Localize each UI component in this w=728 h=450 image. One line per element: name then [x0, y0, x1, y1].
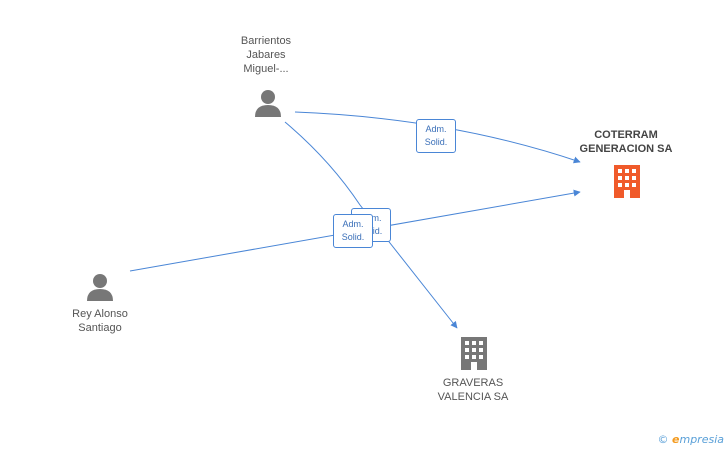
edge-label-badge: Adm. Solid. [333, 214, 373, 248]
building-icon[interactable] [614, 165, 640, 198]
brand-initial: e [672, 433, 680, 446]
person-icon[interactable] [255, 90, 281, 117]
edge-label-badge: Adm. Solid. [416, 119, 456, 153]
person-icon[interactable] [87, 274, 113, 301]
company-name-coterram[interactable]: COTERRAM GENERACION SA [579, 129, 673, 155]
copyright-symbol: © [657, 433, 669, 446]
empresia-watermark: © empresia [658, 433, 724, 446]
person-name-rey-alonso[interactable]: Rey Alonso Santiago [72, 308, 128, 334]
person-name-barrientos[interactable]: Barrientos Jabares Miguel-... [240, 35, 292, 75]
brand-rest: mpresia [679, 433, 724, 446]
edge-top-to-graveras [284, 121, 458, 329]
company-name-graveras[interactable]: GRAVERAS VALENCIA SA [437, 377, 509, 403]
building-icon[interactable] [461, 337, 487, 370]
